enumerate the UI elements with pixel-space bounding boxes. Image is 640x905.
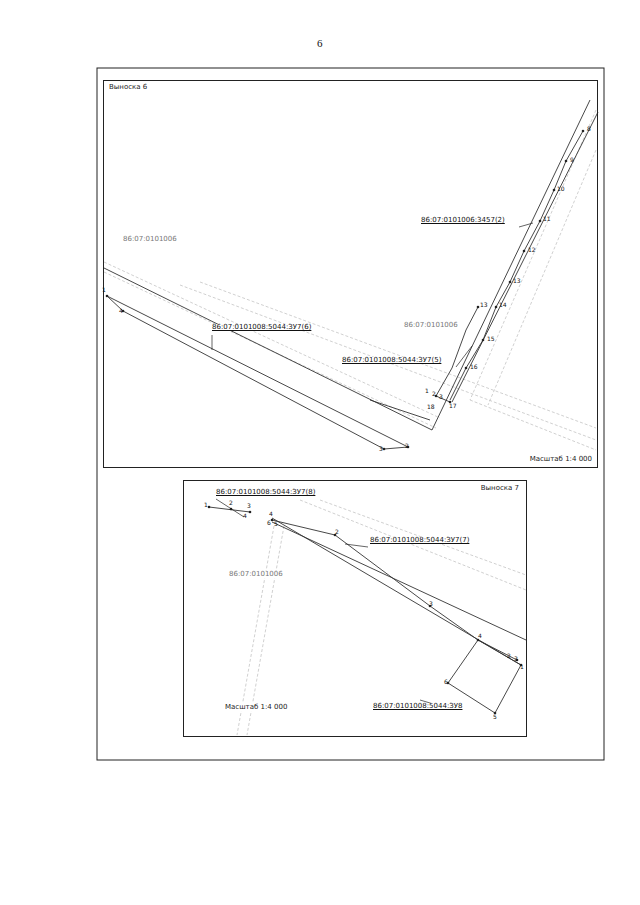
callout-number: 1 (424, 388, 430, 394)
callout-number: 16 (469, 364, 479, 370)
callout-number: 2 (228, 500, 234, 506)
callout-frame: Выноска 7 Масштаб 1:4 000 (183, 480, 527, 737)
callout-number: 1 (519, 664, 525, 670)
callout-frame: Выноска 6 Масштаб 1:4 000 (103, 80, 598, 468)
callout-number: 10 (556, 186, 566, 192)
cadastral-number: 86:07:0101008:5044:ЗУ7(5) (341, 357, 442, 364)
callout-number: 14 (498, 302, 508, 308)
callout-number: 2 (506, 653, 512, 659)
parcel-boundaries (104, 100, 598, 713)
callout-title: Выноска 7 (480, 484, 520, 492)
leader-lines (212, 223, 533, 706)
callout-number: 13 (512, 278, 522, 284)
callout-number: 4 (242, 513, 248, 519)
cadastral-number: 86:07:0101008:5044:ЗУ7(6) (211, 324, 312, 331)
cadastral-number: 86:07:0101008:5044:ЗУ7(7) (369, 537, 470, 544)
callout-number: 3 (513, 656, 519, 662)
zone-number: 86:07:0101006 (228, 571, 284, 578)
cadastral-number: 86:07:0101006:3457(2) (420, 217, 506, 224)
callout-number: 5 (273, 521, 279, 527)
page-number: 6 (316, 38, 324, 49)
callout-number: 17 (448, 403, 458, 409)
scale-note: Масштаб 1:4 000 (529, 455, 593, 463)
callout-number: 6 (443, 679, 449, 685)
cadastral-number: 86:07:0101008:5044:ЗУ7(8) (215, 489, 316, 496)
callout-number: 9 (569, 157, 575, 163)
zone-number: 86:07:0101006 (122, 236, 178, 243)
callout-number: 11 (542, 216, 552, 222)
callout-number: 6 (266, 520, 272, 526)
callout-number: 15 (486, 336, 496, 342)
callout-number: 3 (428, 601, 434, 607)
sheet-frame (97, 68, 604, 760)
road-lines (104, 110, 596, 735)
callout-number: 3 (378, 446, 384, 452)
callout-number: 18 (426, 404, 436, 410)
callout-number: 2 (334, 529, 340, 535)
callout-number: 3 (246, 503, 252, 509)
callout-number: 1 (203, 502, 209, 508)
callout-number: 4 (477, 633, 483, 639)
callout-number: 3 (438, 394, 444, 400)
callout-number: 2 (431, 391, 437, 397)
callout-number: 13 (479, 302, 489, 308)
zone-number: 86:07:0101006 (403, 322, 459, 329)
callout-number: 12 (527, 247, 537, 253)
callout-number: 8 (586, 126, 592, 132)
callout-number: 4 (268, 511, 274, 517)
callout-number: 4 (118, 308, 124, 314)
scale-note: Масштаб 1:4 000 (224, 703, 288, 711)
cadastral-number: 86:07:0101008:5044:ЗУ8 (372, 703, 463, 710)
callout-number: 1 (101, 287, 107, 293)
boundary-points (106, 130, 585, 715)
callout-number: 2 (404, 443, 410, 449)
callout-number: 5 (492, 714, 498, 720)
callout-title: Выноска 6 (108, 83, 148, 91)
